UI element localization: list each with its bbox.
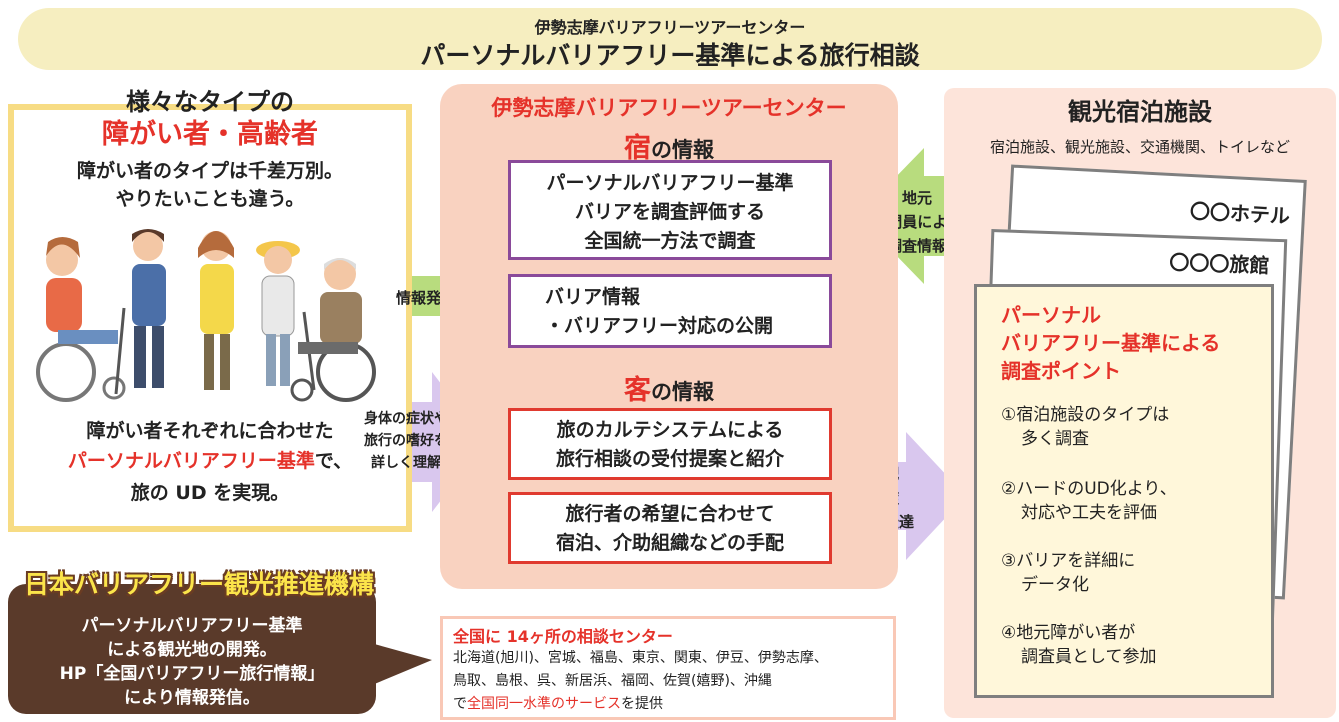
understand-label: 身体の症状や 旅行の嗜好を 詳しく理解: [358, 408, 454, 474]
centers-text: 北海道(旭川)、宮城、福島、東京、関東、伊豆、伊勢志摩、 鳥取、島根、呉、新居浜…: [453, 647, 828, 716]
header-banner: 伊勢志摩バリアフリーツアーセンター パーソナルバリアフリー基準による旅行相談: [18, 8, 1322, 70]
center-title: 伊勢志摩バリアフリーツアーセンター: [491, 96, 847, 120]
inn-box2-line-1: バリア情報: [545, 286, 641, 308]
org-box: パーソナルバリアフリー基準 による観光地の開発。 HP「全国バリアフリー旅行情報…: [8, 584, 376, 714]
left-text-1: 障がい者のタイプは千差万別。: [76, 160, 343, 182]
left-bottom-3: 旅の UD を実現。: [130, 482, 290, 504]
understand-line-1: 身体の症状や: [364, 411, 448, 427]
point-1-line-2: 多く調査: [1021, 429, 1089, 449]
points-title-line-3: 調査ポイント: [1001, 359, 1121, 383]
point-1-line-1: ①宿泊施設のタイプは: [1001, 405, 1170, 425]
org-line-2: による観光地の開発。: [107, 640, 277, 660]
understand-line-2: 旅行の嗜好を: [364, 433, 448, 449]
header-subtitle: 伊勢志摩バリアフリーツアーセンター: [534, 18, 806, 37]
left-text-2: やりたいことも違う。: [115, 188, 305, 210]
barrier-info-box: バリア情報 ・バリアフリー対応の公開: [508, 274, 832, 348]
inn-box2-line-2: ・バリアフリー対応の公開: [545, 315, 774, 337]
centers-line-2: 鳥取、島根、呉、新居浜、福岡、佐賀(嬉野)、沖縄: [453, 673, 772, 689]
centers-title: 全国に 14ヶ所の相談センター: [453, 627, 673, 646]
local-info-line-3: 調査情報: [886, 237, 947, 255]
org-title: 日本バリアフリー観光推進機構: [24, 570, 375, 599]
right-panel: 観光宿泊施設 宿泊施設、観光施設、交通機関、トイレなど 〇〇ホテル 〇〇〇旅館 …: [944, 88, 1336, 718]
org-line-4: により情報発信。: [124, 688, 260, 708]
org-pointer: [360, 640, 432, 690]
inn-box1-line-1: パーソナルバリアフリー基準: [546, 172, 794, 194]
centers-line-3: で全国同一水準のサービスを提供: [453, 693, 828, 716]
org-line-1: パーソナルバリアフリー基準: [81, 616, 303, 636]
point-4-line-2: 調査員として参加: [1021, 647, 1157, 667]
guest-box1-line-2: 旅行相談の受付提案と紹介: [555, 448, 784, 470]
inn-box1-line-2: バリアを調査評価する: [574, 201, 765, 223]
guest-char: 客: [624, 375, 651, 406]
local-info-line-1: 地元: [901, 189, 932, 207]
right-subtitle: 宿泊施設、観光施設、交通機関、トイレなど: [989, 138, 1290, 156]
understand-line-3: 詳しく理解: [371, 455, 441, 471]
point-3: ③バリアを詳細に データ化: [1001, 549, 1135, 597]
point-2-line-1: ②ハードのUD化より、: [1001, 479, 1177, 499]
inn-char: 宿: [624, 133, 651, 164]
org-line-3: HP「全国バリアフリー旅行情報」: [59, 664, 325, 684]
left-bottom-2: パーソナルバリアフリー基準で、: [14, 446, 406, 473]
point-1: ①宿泊施設のタイプは 多く調査: [1001, 403, 1169, 451]
centers-line-3-suffix: を提供: [621, 696, 663, 712]
centers-line-1: 北海道(旭川)、宮城、福島、東京、関東、伊豆、伊勢志摩、: [453, 650, 828, 666]
left-bottom-2-tail: で、: [314, 450, 353, 472]
hotel-label: 〇〇ホテル: [1189, 198, 1291, 229]
header-title: パーソナルバリアフリー基準による旅行相談: [420, 41, 920, 70]
inn-standard-box: パーソナルバリアフリー基準 バリアを調査評価する 全国統一方法で調査: [508, 160, 832, 260]
org-text: パーソナルバリアフリー基準 による観光地の開発。 HP「全国バリアフリー旅行情報…: [8, 614, 376, 710]
people-illustration: [36, 229, 376, 402]
left-panel: 様々なタイプの 障がい者・高齢者 障がい者のタイプは千差万別。 やりたいことも違…: [8, 88, 412, 532]
guest-suffix: の情報: [651, 380, 714, 404]
left-heading-2: 障がい者・高齢者: [102, 119, 318, 150]
centers-line-3-prefix: で: [453, 696, 467, 712]
points-title: パーソナル バリアフリー基準による 調査ポイント: [1001, 301, 1220, 385]
left-heading-1: 様々なタイプの: [126, 88, 294, 116]
point-2: ②ハードのUD化より、 対応や工夫を評価: [1001, 477, 1177, 525]
point-3-line-2: データ化: [1021, 575, 1089, 595]
point-2-line-2: 対応や工夫を評価: [1021, 503, 1157, 523]
inn-info-heading: 宿の情報: [440, 126, 898, 165]
guest-box1-line-1: 旅のカルテシステムによる: [556, 419, 784, 441]
guest-box2-line-1: 旅行者の希望に合わせて: [565, 503, 775, 525]
right-title: 観光宿泊施設: [1068, 98, 1212, 126]
ryokan-label: 〇〇〇旅館: [1168, 250, 1270, 278]
inn-suffix: の情報: [651, 138, 714, 162]
center-panel: 伊勢志摩バリアフリーツアーセンター 宿の情報 パーソナルバリアフリー基準 バリア…: [440, 84, 898, 589]
centers-line-3-red: 全国同一水準のサービス: [467, 696, 621, 712]
point-4-line-1: ④地元障がい者が: [1001, 623, 1136, 643]
guest-info-heading: 客の情報: [440, 368, 898, 407]
arrangement-box: 旅行者の希望に合わせて 宿泊、介助組織などの手配: [508, 492, 832, 564]
point-4: ④地元障がい者が 調査員として参加: [1001, 621, 1157, 669]
points-title-line-2: バリアフリー基準による: [1001, 331, 1221, 355]
guest-box2-line-2: 宿泊、介助組織などの手配: [555, 532, 784, 554]
point-3-line-1: ③バリアを詳細に: [1001, 551, 1136, 571]
left-bottom-2-red: パーソナルバリアフリー基準: [67, 450, 315, 472]
travel-chart-box: 旅のカルテシステムによる 旅行相談の受付提案と紹介: [508, 408, 832, 480]
inn-box1-line-3: 全国統一方法で調査: [584, 230, 756, 252]
points-title-line-1: パーソナル: [1001, 303, 1101, 327]
left-bottom-1: 障がい者それぞれに合わせた: [86, 420, 334, 442]
points-card: パーソナル バリアフリー基準による 調査ポイント ①宿泊施設のタイプは 多く調査…: [974, 284, 1274, 698]
consult-centers-box: 全国に 14ヶ所の相談センター 北海道(旭川)、宮城、福島、東京、関東、伊豆、伊…: [440, 616, 896, 720]
